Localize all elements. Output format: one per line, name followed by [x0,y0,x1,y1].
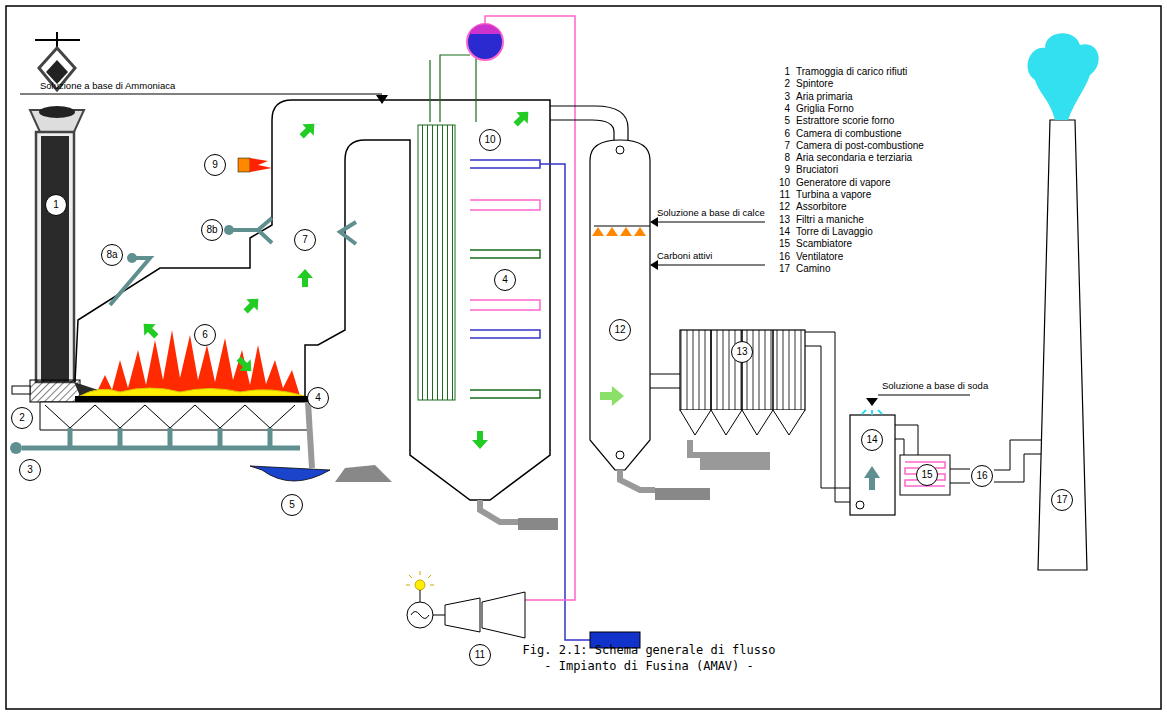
legend-text: Estrattore scorie forno [796,115,894,127]
callout-number: 8a [101,244,123,266]
legend-number: 1 [760,66,790,78]
legend-text: Camera di combustione [796,128,902,140]
legend-number: 6 [760,128,790,140]
legend-number: 13 [760,214,790,226]
legend-number: 5 [760,115,790,127]
legend-text: Scambiatore [796,238,852,250]
heat-exchanger [900,440,1044,495]
callout-number: 16 [971,465,993,487]
legend-number: 14 [760,226,790,238]
absorber [590,140,765,500]
callout-number: 11 [469,644,491,666]
feed-label: Soluzione a base di calce [657,207,765,219]
legend-number: 4 [760,103,790,115]
figure-caption: Fig. 2.1: Schema generale di flusso - Im… [520,642,778,674]
legend-number: 10 [760,177,790,189]
steam-turbine [406,571,525,638]
callout-number: 9 [204,154,226,176]
bag-filter [680,330,850,502]
legend-number: 11 [760,189,790,201]
legend-text: Aria primaria [796,91,853,103]
legend-text: Camino [796,263,830,275]
callout-number: 10 [479,129,501,151]
legend-text: Griglia Forno [796,103,854,115]
legend-text: Torre di Lavaggio [796,226,873,238]
legend-text: Aria secondaria e terziaria [796,152,912,164]
legend-number: 12 [760,201,790,213]
callout-number: 17 [1051,489,1073,511]
callout-number: 13 [731,341,753,363]
legend-number: 17 [760,263,790,275]
feed-label: Soluzione a base di soda [882,380,988,392]
callout-number: 4 [307,387,329,409]
legend-text: Ventilatore [796,251,843,263]
feed-label: Carboni attivi [657,250,712,262]
callout-number: 8b [201,219,223,241]
callout-number: 6 [194,324,216,346]
legend-number: 16 [760,251,790,263]
callout-number: 14 [861,429,883,451]
callout-number: 15 [916,464,938,486]
callout-number: 3 [19,459,41,481]
wash-tower [850,395,970,515]
legend-text: Generatore di vapore [796,177,891,189]
legend-number: 15 [760,238,790,250]
legend-text: Turbina a vapore [796,189,871,201]
legend-number: 3 [760,91,790,103]
legend-number: 8 [760,152,790,164]
furnace [10,94,550,500]
feed-label: Soluzione a base di Ammoniaca [40,80,175,92]
legend-number: 9 [760,164,790,176]
callout-number: 4 [494,269,516,291]
legend-text: Camera di post-combustione [796,140,924,152]
legend-number: 2 [760,78,790,90]
legend-text: Spintore [796,78,833,90]
callout-number: 5 [281,494,303,516]
callout-number: 12 [609,319,631,341]
legend-number: 7 [760,140,790,152]
callout-number: 2 [11,407,33,429]
legend-text: Tramoggia di carico rifiuti [796,66,907,78]
callout-number: 1 [45,194,67,216]
legend-text: Filtri a maniche [796,214,864,226]
callout-number: 7 [294,229,316,251]
legend-text: Assorbitore [796,201,847,213]
stack [1028,33,1099,570]
legend-text: Bruciatori [796,164,838,176]
